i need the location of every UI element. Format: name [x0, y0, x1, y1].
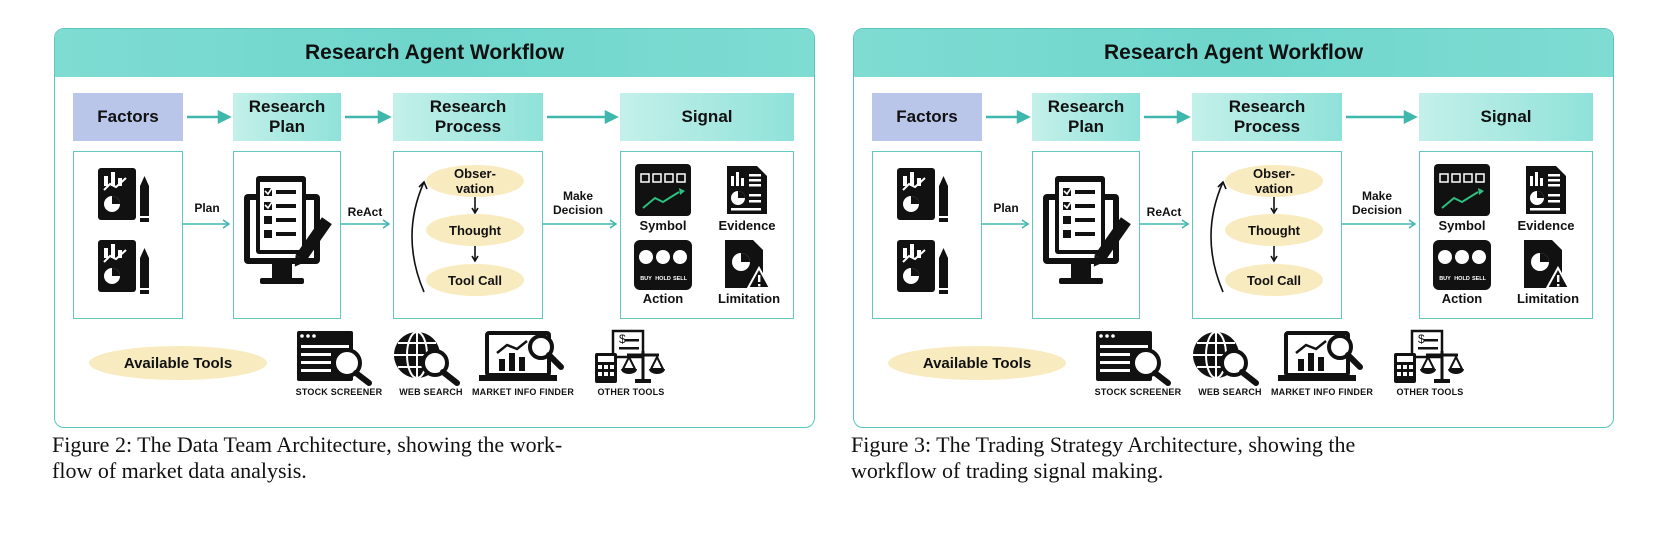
edge-label-react: ReAct [347, 205, 383, 219]
trading-strategy-workflow-figure: Research Agent Workflow Factors Research… [853, 28, 1614, 428]
edge-label-react: ReAct [1146, 205, 1182, 219]
tool-label: WEB SEARCH [1198, 387, 1262, 397]
tool-call-node: Tool Call [1225, 264, 1323, 296]
edge-label-plan: Plan [194, 201, 220, 215]
market-info-finder-tool: MARKET INFO FINDER [1271, 329, 1373, 399]
symbol-ticker-icon [1434, 164, 1490, 216]
research-process-panel: Obser- vation Thought Tool Call [393, 151, 543, 319]
symbol-ticker-icon [635, 164, 691, 216]
edge-label-make-decision: Make Decision [1351, 189, 1402, 217]
stage-research-plan: Research Plan [1032, 93, 1140, 141]
globe-search-icon [394, 331, 460, 386]
available-tools-label: Available Tools [89, 346, 267, 380]
stage-signal: Signal [620, 93, 794, 141]
workflow-title: Research Agent Workflow [55, 29, 814, 77]
svg-text:$: $ [619, 332, 626, 346]
evidence-label: Evidence [718, 218, 776, 233]
symbol-label: Symbol [1438, 218, 1486, 233]
tool-call-node: Tool Call [426, 264, 524, 296]
tool-label: OTHER TOOLS [597, 387, 665, 397]
action-badge-sell: SELL [1472, 276, 1487, 282]
observation-node: Obser- vation [1225, 165, 1323, 197]
react-loop-arrows [411, 180, 479, 293]
data-team-workflow-figure: Research Agent Workflow Factors Research… [54, 28, 815, 428]
market-info-icon [479, 331, 564, 381]
edge-label-make-decision: Make Decision [552, 189, 603, 217]
stage-factors: Factors [872, 93, 982, 141]
stage-research-process: Research Process [1192, 93, 1342, 141]
stage-factors: Factors [73, 93, 183, 141]
stock-screener-icon [297, 331, 372, 386]
report-chart-icon [897, 168, 948, 222]
report-chart-icon [98, 168, 149, 222]
signal-panel: Symbol Evidence BUY HOLD SELL Action Lim… [620, 151, 794, 319]
calculator-scale-icon: $ [1394, 329, 1464, 383]
limitation-warning-icon [1524, 240, 1571, 289]
tool-label: OTHER TOOLS [1396, 387, 1464, 397]
evidence-document-icon [727, 166, 767, 214]
action-badge-hold: HOLD [1454, 276, 1470, 282]
stock-screener-tool: STOCK SCREENER [1088, 329, 1188, 399]
tool-label: STOCK SCREENER [295, 387, 383, 397]
limitation-label: Limitation [717, 291, 781, 306]
research-process-panel: Obser- vation Thought Tool Call [1192, 151, 1342, 319]
tool-label: WEB SEARCH [399, 387, 463, 397]
observation-node: Obser- vation [426, 165, 524, 197]
stage-signal: Signal [1419, 93, 1593, 141]
factors-panel [73, 151, 183, 319]
stock-screener-icon [1096, 331, 1171, 386]
other-tools-tool: $ OTHER TOOLS [581, 329, 681, 399]
panel-connectors [982, 219, 1417, 229]
available-tools-label: Available Tools [888, 346, 1066, 380]
tool-label: STOCK SCREENER [1094, 387, 1182, 397]
action-label: Action [1441, 291, 1483, 306]
stage-arrows [187, 109, 619, 125]
tool-label: MARKET INFO FINDER [471, 387, 575, 397]
limitation-warning-icon [725, 240, 772, 289]
workflow-title: Research Agent Workflow [854, 29, 1613, 77]
research-plan-panel [1032, 151, 1140, 319]
action-badge-sell: SELL [673, 276, 688, 282]
react-loop-arrows [1210, 180, 1278, 293]
report-chart-icon [98, 240, 149, 294]
checklist-monitor-icon [244, 176, 332, 284]
edge-label-plan: Plan [993, 201, 1019, 215]
panel-connectors [183, 219, 618, 229]
stage-arrows [986, 109, 1418, 125]
research-plan-panel [233, 151, 341, 319]
figure-3-caption: Figure 3: The Trading Strategy Architect… [851, 432, 1356, 483]
stock-screener-tool: STOCK SCREENER [289, 329, 389, 399]
market-info-finder-tool: MARKET INFO FINDER [472, 329, 574, 399]
action-buttons-icon: BUY HOLD SELL [1433, 240, 1491, 290]
limitation-label: Limitation [1516, 291, 1580, 306]
factors-panel [872, 151, 982, 319]
action-label: Action [642, 291, 684, 306]
globe-search-icon [1193, 331, 1259, 386]
evidence-label: Evidence [1517, 218, 1575, 233]
checklist-monitor-icon [1043, 176, 1131, 284]
stage-research-process: Research Process [393, 93, 543, 141]
stage-research-plan: Research Plan [233, 93, 341, 141]
report-chart-icon [897, 240, 948, 294]
thought-node: Thought [1225, 214, 1323, 246]
action-badge-buy: BUY [640, 276, 652, 282]
evidence-document-icon [1526, 166, 1566, 214]
figure-2-caption: Figure 2: The Data Team Architecture, sh… [52, 432, 563, 483]
action-badge-hold: HOLD [655, 276, 671, 282]
tool-label: MARKET INFO FINDER [1270, 387, 1374, 397]
action-buttons-icon: BUY HOLD SELL [634, 240, 692, 290]
action-badge-buy: BUY [1439, 276, 1451, 282]
thought-node: Thought [426, 214, 524, 246]
signal-panel: Symbol Evidence BUY HOLD SELL Action Lim… [1419, 151, 1593, 319]
market-info-icon [1278, 331, 1363, 381]
web-search-tool: WEB SEARCH [1180, 329, 1280, 399]
symbol-label: Symbol [639, 218, 687, 233]
calculator-scale-icon: $ [595, 329, 665, 383]
other-tools-tool: $ OTHER TOOLS [1380, 329, 1480, 399]
svg-text:$: $ [1418, 332, 1425, 346]
web-search-tool: WEB SEARCH [381, 329, 481, 399]
